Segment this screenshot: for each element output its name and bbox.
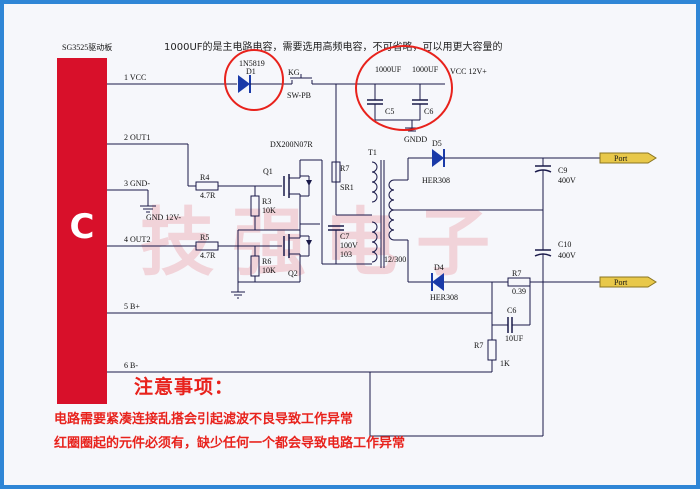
d5-part: HER308 (422, 176, 450, 185)
resistor-r7-snubber (331, 161, 341, 183)
d5-label: D5 (432, 139, 442, 148)
c6-value: 1000UF (412, 65, 439, 74)
resistor-r4 (195, 181, 219, 191)
mosfet-label: DX200N07R (270, 140, 313, 149)
resistor-r6 (250, 255, 260, 277)
notes-line-2: 红圈圈起的元件必须有，缺少任何一个都会导致电路工作异常 (54, 436, 406, 451)
r5-label: R5 (200, 233, 209, 242)
r5-value: 4.7R (200, 251, 216, 260)
c5-value: 1000UF (375, 65, 402, 74)
diode-d5 (432, 149, 444, 167)
notes-title: 注意事项： (134, 376, 235, 398)
gndd-label: GNDD (404, 135, 427, 144)
mosfet-q2 (283, 224, 312, 282)
port-output-bottom (599, 276, 657, 288)
t1-label: T1 (368, 148, 377, 157)
transformer-t1 (371, 160, 395, 268)
notes-line-1: 电路需要紧凑连接乱搭会引起滤波不良导致工作异常 (54, 412, 354, 427)
t1-ratio: 12/300 (384, 255, 406, 264)
c9-label: C9 (558, 166, 567, 175)
highlight-capacitors (355, 45, 453, 131)
c9-voltage: 400V (558, 176, 576, 185)
c7-voltage: 100V (340, 241, 358, 250)
r7-feedback-label: R7 (474, 341, 483, 350)
kg-label: KG (288, 68, 300, 77)
vcc-label: VCC 12V+ (450, 67, 487, 76)
pin-3: 3 GND- (124, 179, 150, 188)
c6-label: C6 (424, 107, 433, 116)
board-label: SG3525驱动板 (62, 42, 112, 52)
resistor-r7-feedback (487, 339, 497, 361)
gnd-12v-symbol (140, 190, 156, 213)
q2-label: Q2 (288, 269, 298, 278)
r3-value: 10K (262, 206, 276, 215)
d4-label: D4 (434, 263, 444, 272)
c7-value: 103 (340, 250, 352, 259)
c7-label: C7 (340, 232, 349, 241)
top-note: 1000UF的是主电路电容，需要选用高频电容，不可省略，可以用更大容量的 (164, 42, 503, 53)
r7-sense-label: R7 (512, 269, 521, 278)
d1-label: D1 (246, 67, 256, 76)
pin-1: 1 VCC (124, 73, 146, 82)
r3-label: R3 (262, 197, 271, 206)
r4-value: 4.7R (200, 191, 216, 200)
port-output-top (599, 152, 657, 164)
d4-part: HER308 (430, 293, 458, 302)
resistor-r5 (195, 241, 219, 251)
r6-value: 10K (262, 266, 276, 275)
pin-5: 5 B+ (124, 302, 140, 311)
driver-board (57, 58, 107, 404)
highlight-d1 (224, 49, 284, 111)
watermark-text: 技强电子 (140, 200, 508, 286)
mosfet-q1 (283, 160, 312, 230)
logo-letter: C (70, 207, 95, 247)
r7-snubber-label: R7 (340, 164, 349, 173)
r7-sense-value: 0.39 (512, 287, 526, 296)
diode-d4 (432, 273, 444, 291)
q1-label: Q1 (263, 167, 273, 176)
pin-2: 2 OUT1 (124, 133, 150, 142)
c10-label: C10 (558, 240, 571, 249)
switch-label: SW-PB (287, 91, 311, 100)
r4-label: R4 (200, 173, 209, 182)
port-bottom-label: Port (614, 278, 628, 287)
c5-label: C5 (385, 107, 394, 116)
r6-label: R6 (262, 257, 271, 266)
diode-d1 (238, 75, 250, 93)
sr1-label: SR1 (340, 183, 354, 192)
resistor-r7-sense (507, 277, 531, 287)
d1-part-label: 1N5819 (239, 59, 265, 68)
pin-lines (107, 83, 370, 373)
r7-feedback-value: 1K (500, 359, 510, 368)
pin-6: 6 B- (124, 361, 138, 370)
port-top-label: Port (614, 154, 628, 163)
c6-small-value: 10UF (505, 334, 524, 343)
resistor-r3 (250, 195, 260, 217)
c10-voltage: 400V (558, 251, 576, 260)
c6-small-label: C6 (507, 306, 516, 315)
gnd-12v-label: GND 12V- (146, 213, 181, 222)
pin-4: 4 OUT2 (124, 235, 150, 244)
